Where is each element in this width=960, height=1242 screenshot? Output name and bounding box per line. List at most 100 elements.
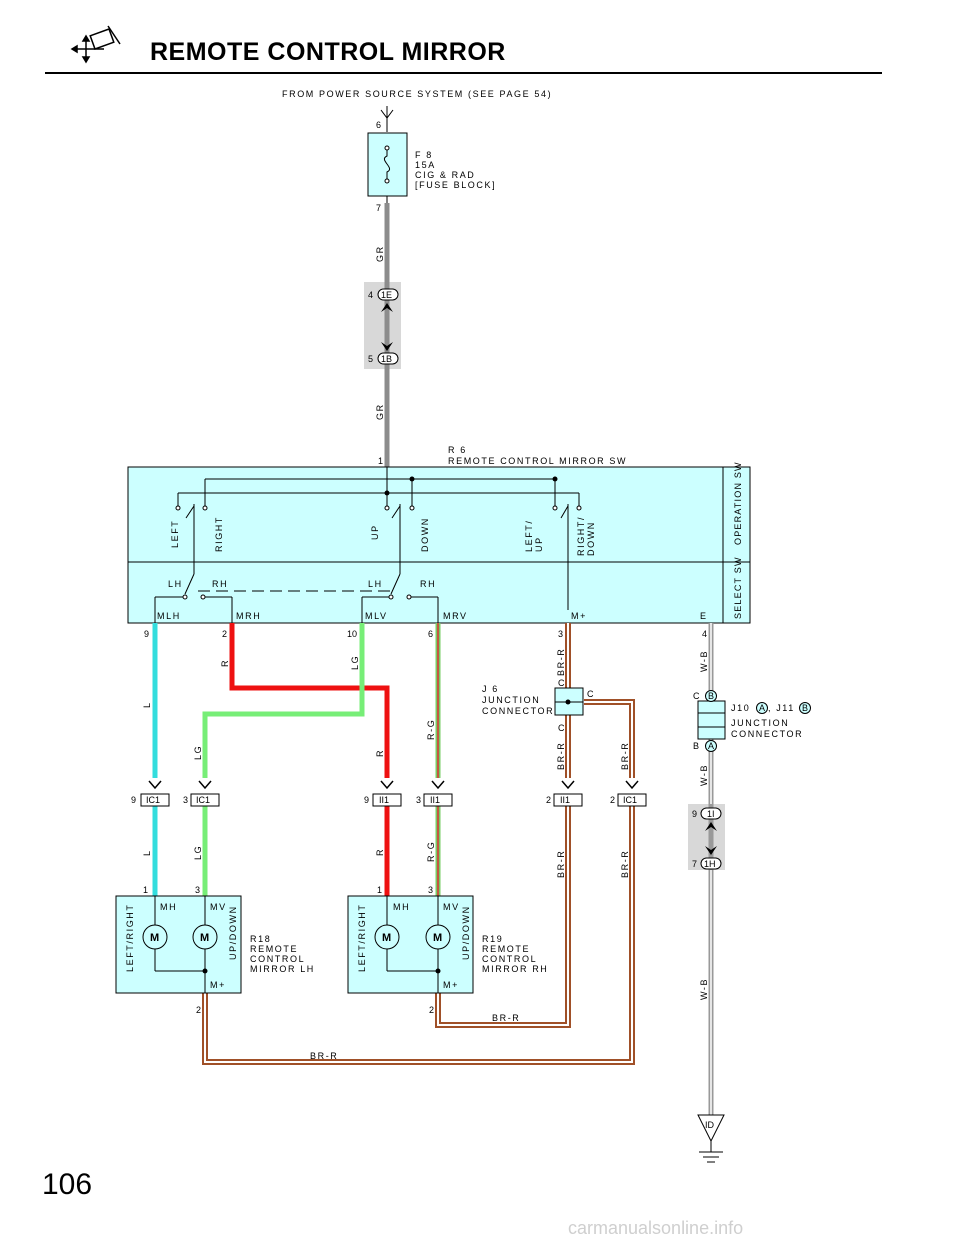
j10-circle-b-label: B bbox=[708, 691, 714, 701]
operation-bus-dots bbox=[384, 476, 558, 496]
mirror-icon bbox=[70, 25, 121, 64]
wire-label-wb-3: W-B bbox=[699, 978, 709, 1000]
wire-label-lg-2: LG bbox=[193, 745, 203, 760]
rh-pin1: 1 bbox=[377, 885, 382, 895]
ic-2-pin: 3 bbox=[183, 795, 188, 805]
wire-r bbox=[229, 623, 390, 778]
terminal-mrh: MRH bbox=[236, 611, 261, 621]
connector-1e-id: 1E bbox=[381, 290, 392, 300]
inline-connectors bbox=[140, 780, 647, 807]
wire-label-l-2: L bbox=[142, 849, 152, 856]
select-sw-label: SELECT SW bbox=[733, 556, 743, 619]
fuse-element bbox=[383, 148, 391, 181]
ic-6-pin: 2 bbox=[610, 795, 615, 805]
position-right: RIGHT bbox=[214, 516, 224, 552]
j10-legend-circle-a bbox=[756, 702, 768, 714]
j11-id: , J11 bbox=[768, 703, 795, 713]
pin-mlv: 10 bbox=[347, 629, 357, 639]
connector-1i-pin: 9 bbox=[692, 809, 697, 819]
wire-label-brr-3: BR-R bbox=[620, 742, 630, 770]
wire-brr bbox=[202, 623, 635, 1065]
wire-label-lg-1: LG bbox=[350, 655, 360, 670]
wire-label-brr-5: BR-R bbox=[620, 850, 630, 878]
mirror-lh-motor-mh bbox=[142, 924, 168, 950]
connector-chevron-icon bbox=[705, 822, 717, 831]
ic-3-pin: 9 bbox=[364, 795, 369, 805]
fuse-name: CIG & RAD bbox=[415, 170, 475, 180]
watermark: carmanualsonline.info bbox=[568, 1218, 744, 1238]
ground-id: ID bbox=[705, 1120, 715, 1130]
j6-pin-top: C bbox=[558, 678, 565, 688]
pin-mlh: 9 bbox=[144, 629, 149, 639]
page-title: REMOTE CONTROL MIRROR bbox=[150, 38, 506, 66]
pin-mrv: 6 bbox=[428, 629, 433, 639]
lh-line2: CONTROL bbox=[250, 954, 305, 964]
wire-label-wb-1: W-B bbox=[699, 650, 709, 672]
j10-legend-a: A bbox=[759, 703, 765, 713]
mirror-rh-motor-mh bbox=[374, 924, 400, 950]
fuse-pin-in: 6 bbox=[376, 120, 381, 130]
j10-circle-a bbox=[705, 740, 717, 752]
mirror-lh-junction-dot bbox=[202, 968, 208, 974]
connector-1b-id: 1B bbox=[381, 354, 392, 364]
fuse-rating: 15A bbox=[415, 160, 436, 170]
j6-line1: JUNCTION bbox=[482, 695, 540, 705]
ic-4-pin: 3 bbox=[416, 795, 421, 805]
ic-1-id: IC1 bbox=[146, 795, 160, 805]
connector-1i-badge bbox=[700, 807, 722, 820]
operation-sw-label: OPERATION SW bbox=[733, 461, 743, 545]
position-down: DOWN bbox=[420, 517, 430, 552]
connector-1b-badge bbox=[377, 352, 399, 365]
title-rule bbox=[45, 72, 882, 74]
connector-1b-pin: 5 bbox=[368, 354, 373, 364]
lh-up-down: UP/DOWN bbox=[228, 905, 238, 960]
rh-up-down: UP/DOWN bbox=[461, 905, 471, 960]
operation-bus bbox=[177, 467, 580, 610]
select-switch bbox=[154, 562, 439, 623]
rh-line2: CONTROL bbox=[482, 954, 537, 964]
terminal-mrv: MRV bbox=[443, 611, 468, 621]
mirror-rh-junction-dot bbox=[435, 968, 441, 974]
j6-pin-right: C bbox=[587, 689, 594, 699]
wire-label-brr-7: BR-R bbox=[310, 1051, 338, 1061]
j6-pin-bottom: C bbox=[558, 723, 565, 733]
rh-id: R19 bbox=[482, 934, 503, 944]
connector-1h-id: 1H bbox=[704, 859, 716, 869]
page-number: 106 bbox=[42, 1168, 93, 1201]
terminal-mlv: MLV bbox=[365, 611, 388, 621]
position-left: LEFT bbox=[170, 520, 180, 548]
fuse-location: [FUSE BLOCK] bbox=[415, 180, 496, 190]
switch-feed-pin: 1 bbox=[378, 456, 383, 466]
j10-line1: JUNCTION bbox=[731, 718, 789, 728]
rh-motor-mh-label: M bbox=[382, 932, 391, 944]
wire-label-r-2: R bbox=[375, 749, 385, 757]
fuse-id: F 8 bbox=[415, 150, 433, 160]
lh-left-right: LEFT/RIGHT bbox=[125, 903, 135, 972]
power-source-label: FROM POWER SOURCE SYSTEM (SEE PAGE 54) bbox=[282, 89, 552, 99]
fuse-terminal bbox=[384, 178, 390, 184]
operation-contacts bbox=[175, 505, 582, 511]
switch-name: REMOTE CONTROL MIRROR SW bbox=[448, 456, 627, 466]
rh-pin2: 2 bbox=[429, 1005, 434, 1015]
j10-circle-a-label: A bbox=[708, 741, 714, 751]
j6-line2: CONNECTOR bbox=[482, 706, 554, 716]
pin-mrh: 2 bbox=[222, 629, 227, 639]
wire-label-wb-2: W-B bbox=[699, 764, 709, 786]
lh-id: R18 bbox=[250, 934, 271, 944]
rh-motor-mv-label: M bbox=[433, 932, 442, 944]
ic-4-id: II1 bbox=[430, 795, 440, 805]
select-rh-1: RH bbox=[212, 579, 228, 589]
select-contacts bbox=[182, 594, 412, 600]
switch-id: R 6 bbox=[448, 445, 467, 455]
terminal-e: E bbox=[700, 611, 708, 621]
select-lh-2: LH bbox=[368, 579, 383, 589]
rh-mv: MV bbox=[443, 902, 460, 912]
lh-pin1: 1 bbox=[143, 885, 148, 895]
j6-id: J 6 bbox=[482, 684, 499, 694]
j10-id: J10 bbox=[731, 703, 750, 713]
j10-line2: CONNECTOR bbox=[731, 729, 803, 739]
lh-line3: MIRROR LH bbox=[250, 964, 315, 974]
j10-pin-c: C bbox=[693, 691, 700, 701]
wire-lg bbox=[202, 623, 365, 778]
